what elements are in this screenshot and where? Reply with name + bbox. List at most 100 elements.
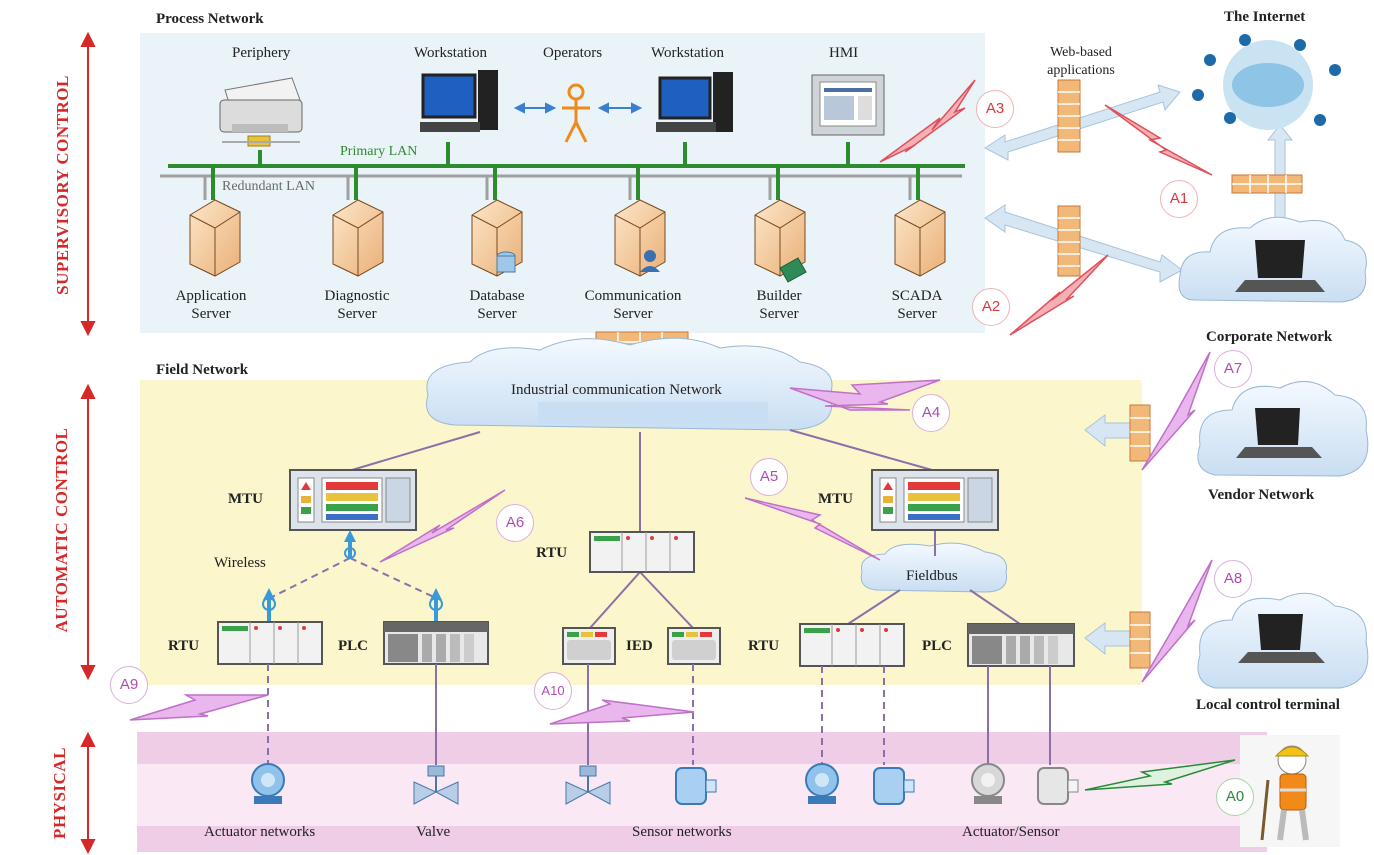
firewall-vendor-icon	[1129, 404, 1151, 462]
plc-right-icon	[967, 623, 1075, 667]
corporate-network-label: Corporate Network	[1206, 329, 1333, 345]
physical-band-top	[137, 732, 1267, 764]
attack-a8-badge: A8	[1214, 560, 1252, 598]
attack-bolt-a5	[744, 497, 881, 561]
internet-globe-icon	[1192, 34, 1341, 130]
fieldbus-label: Fieldbus	[906, 568, 958, 584]
attack-a1-badge: A1	[1160, 180, 1198, 218]
attack-bolt-a7	[1141, 351, 1211, 471]
scada-server-icon	[894, 199, 946, 277]
supervisory-arrow	[80, 31, 96, 337]
redundant-lan-label: Redundant LAN	[222, 179, 315, 194]
attack-bolt-a2	[1009, 254, 1109, 336]
communication-server-icon	[614, 199, 666, 277]
operators-label: Operators	[543, 45, 603, 61]
builder-server-icon	[754, 199, 807, 283]
actuator-icon-2	[805, 763, 839, 804]
actuator-icon-3	[971, 763, 1005, 804]
vendor-laptop-icon	[1236, 408, 1322, 458]
rtu-center-label: RTU	[536, 545, 568, 561]
application-server-icon	[189, 199, 241, 277]
vendor-network-label: Vendor Network	[1208, 487, 1315, 503]
attack-a4-badge: A4	[912, 394, 950, 432]
rtu-right-icon	[799, 623, 905, 667]
attack-bolt-a0	[1084, 759, 1236, 791]
rtu-left-label: RTU	[168, 638, 200, 654]
workstation-left-label: Workstation	[414, 45, 487, 61]
actuator-sensor-label: Actuator/Sensor	[962, 824, 1060, 840]
rtu-left-icon	[217, 621, 323, 665]
mtu-left-icon	[289, 469, 417, 531]
sensor-icon-1	[675, 767, 717, 805]
attack-a3-badge: A3	[976, 90, 1014, 128]
wireless-label: Wireless	[214, 555, 266, 571]
worker-icon	[1240, 735, 1340, 847]
attack-bolt-a3	[879, 79, 976, 163]
database-server-icon	[471, 199, 523, 277]
wireless-antenna-icon	[344, 530, 356, 559]
sensor-networks-label: Sensor networks	[632, 824, 732, 840]
attack-a9-badge: A9	[110, 666, 148, 704]
attack-a6-badge: A6	[496, 504, 534, 542]
rtu-right-label: RTU	[748, 638, 780, 654]
local-control-terminal-label: Local control terminal	[1196, 697, 1340, 713]
plc-right-label: PLC	[922, 638, 952, 654]
physical-arrow	[80, 731, 96, 855]
plc-antenna-icon	[429, 588, 443, 622]
rtu-antenna-icon	[262, 588, 276, 622]
attack-a0-badge: A0	[1216, 778, 1254, 816]
mtu-right-label: MTU	[818, 491, 853, 507]
firewall-internet-icon	[1231, 174, 1303, 194]
plc-left-icon	[383, 621, 489, 665]
operator-icon	[562, 83, 590, 143]
firewall-web-icon	[1057, 79, 1081, 153]
physical-label: PHYSICAL	[50, 747, 69, 839]
valve-icon-1	[413, 765, 459, 805]
attack-a2-badge: A2	[972, 288, 1010, 326]
attack-bolt-a9	[129, 694, 269, 721]
hmi-label: HMI	[829, 45, 859, 61]
automatic-arrow	[80, 383, 96, 681]
attack-bolt-a6	[379, 489, 506, 563]
mtu-left-label: MTU	[228, 491, 263, 507]
ied-right-icon	[667, 627, 721, 665]
hmi-icon	[811, 74, 885, 136]
attack-bolt-a10	[549, 699, 695, 725]
printer-icon	[219, 77, 303, 147]
physical-band-bottom	[137, 826, 1267, 852]
workstation-right-icon	[656, 72, 733, 132]
mtu-right-icon	[871, 469, 999, 531]
actuator-networks-label: Actuator networks	[204, 824, 316, 840]
periphery-label: Periphery	[232, 45, 291, 61]
ied-left-icon	[562, 627, 616, 665]
primary-lan-label: Primary LAN	[340, 144, 418, 159]
workstation-right-label: Workstation	[651, 45, 724, 61]
valve-label: Valve	[416, 824, 451, 840]
field-network-title: Field Network	[156, 362, 249, 378]
attack-bolt-a8	[1141, 559, 1213, 683]
sensor-icon-3	[1037, 767, 1079, 805]
industrial-network-label: Industrial communication Network	[511, 382, 722, 398]
automatic-control-label: AUTOMATIC CONTROL	[52, 427, 71, 633]
ied-label: IED	[626, 638, 653, 654]
actuator-icon-1	[251, 763, 285, 804]
plc-left-label: PLC	[338, 638, 368, 654]
local-laptop-icon	[1238, 614, 1325, 663]
rtu-center-icon	[589, 531, 695, 573]
corporate-laptop-icon	[1235, 240, 1325, 292]
internet-label: The Internet	[1224, 9, 1306, 25]
firewall-corporate-icon	[1057, 205, 1081, 277]
attack-bolt-a4	[789, 379, 941, 411]
attack-a7-badge: A7	[1214, 350, 1252, 388]
operator-link-arrows	[513, 102, 643, 114]
diagnostic-server-icon	[332, 199, 384, 277]
process-network-title: Process Network	[156, 11, 264, 27]
